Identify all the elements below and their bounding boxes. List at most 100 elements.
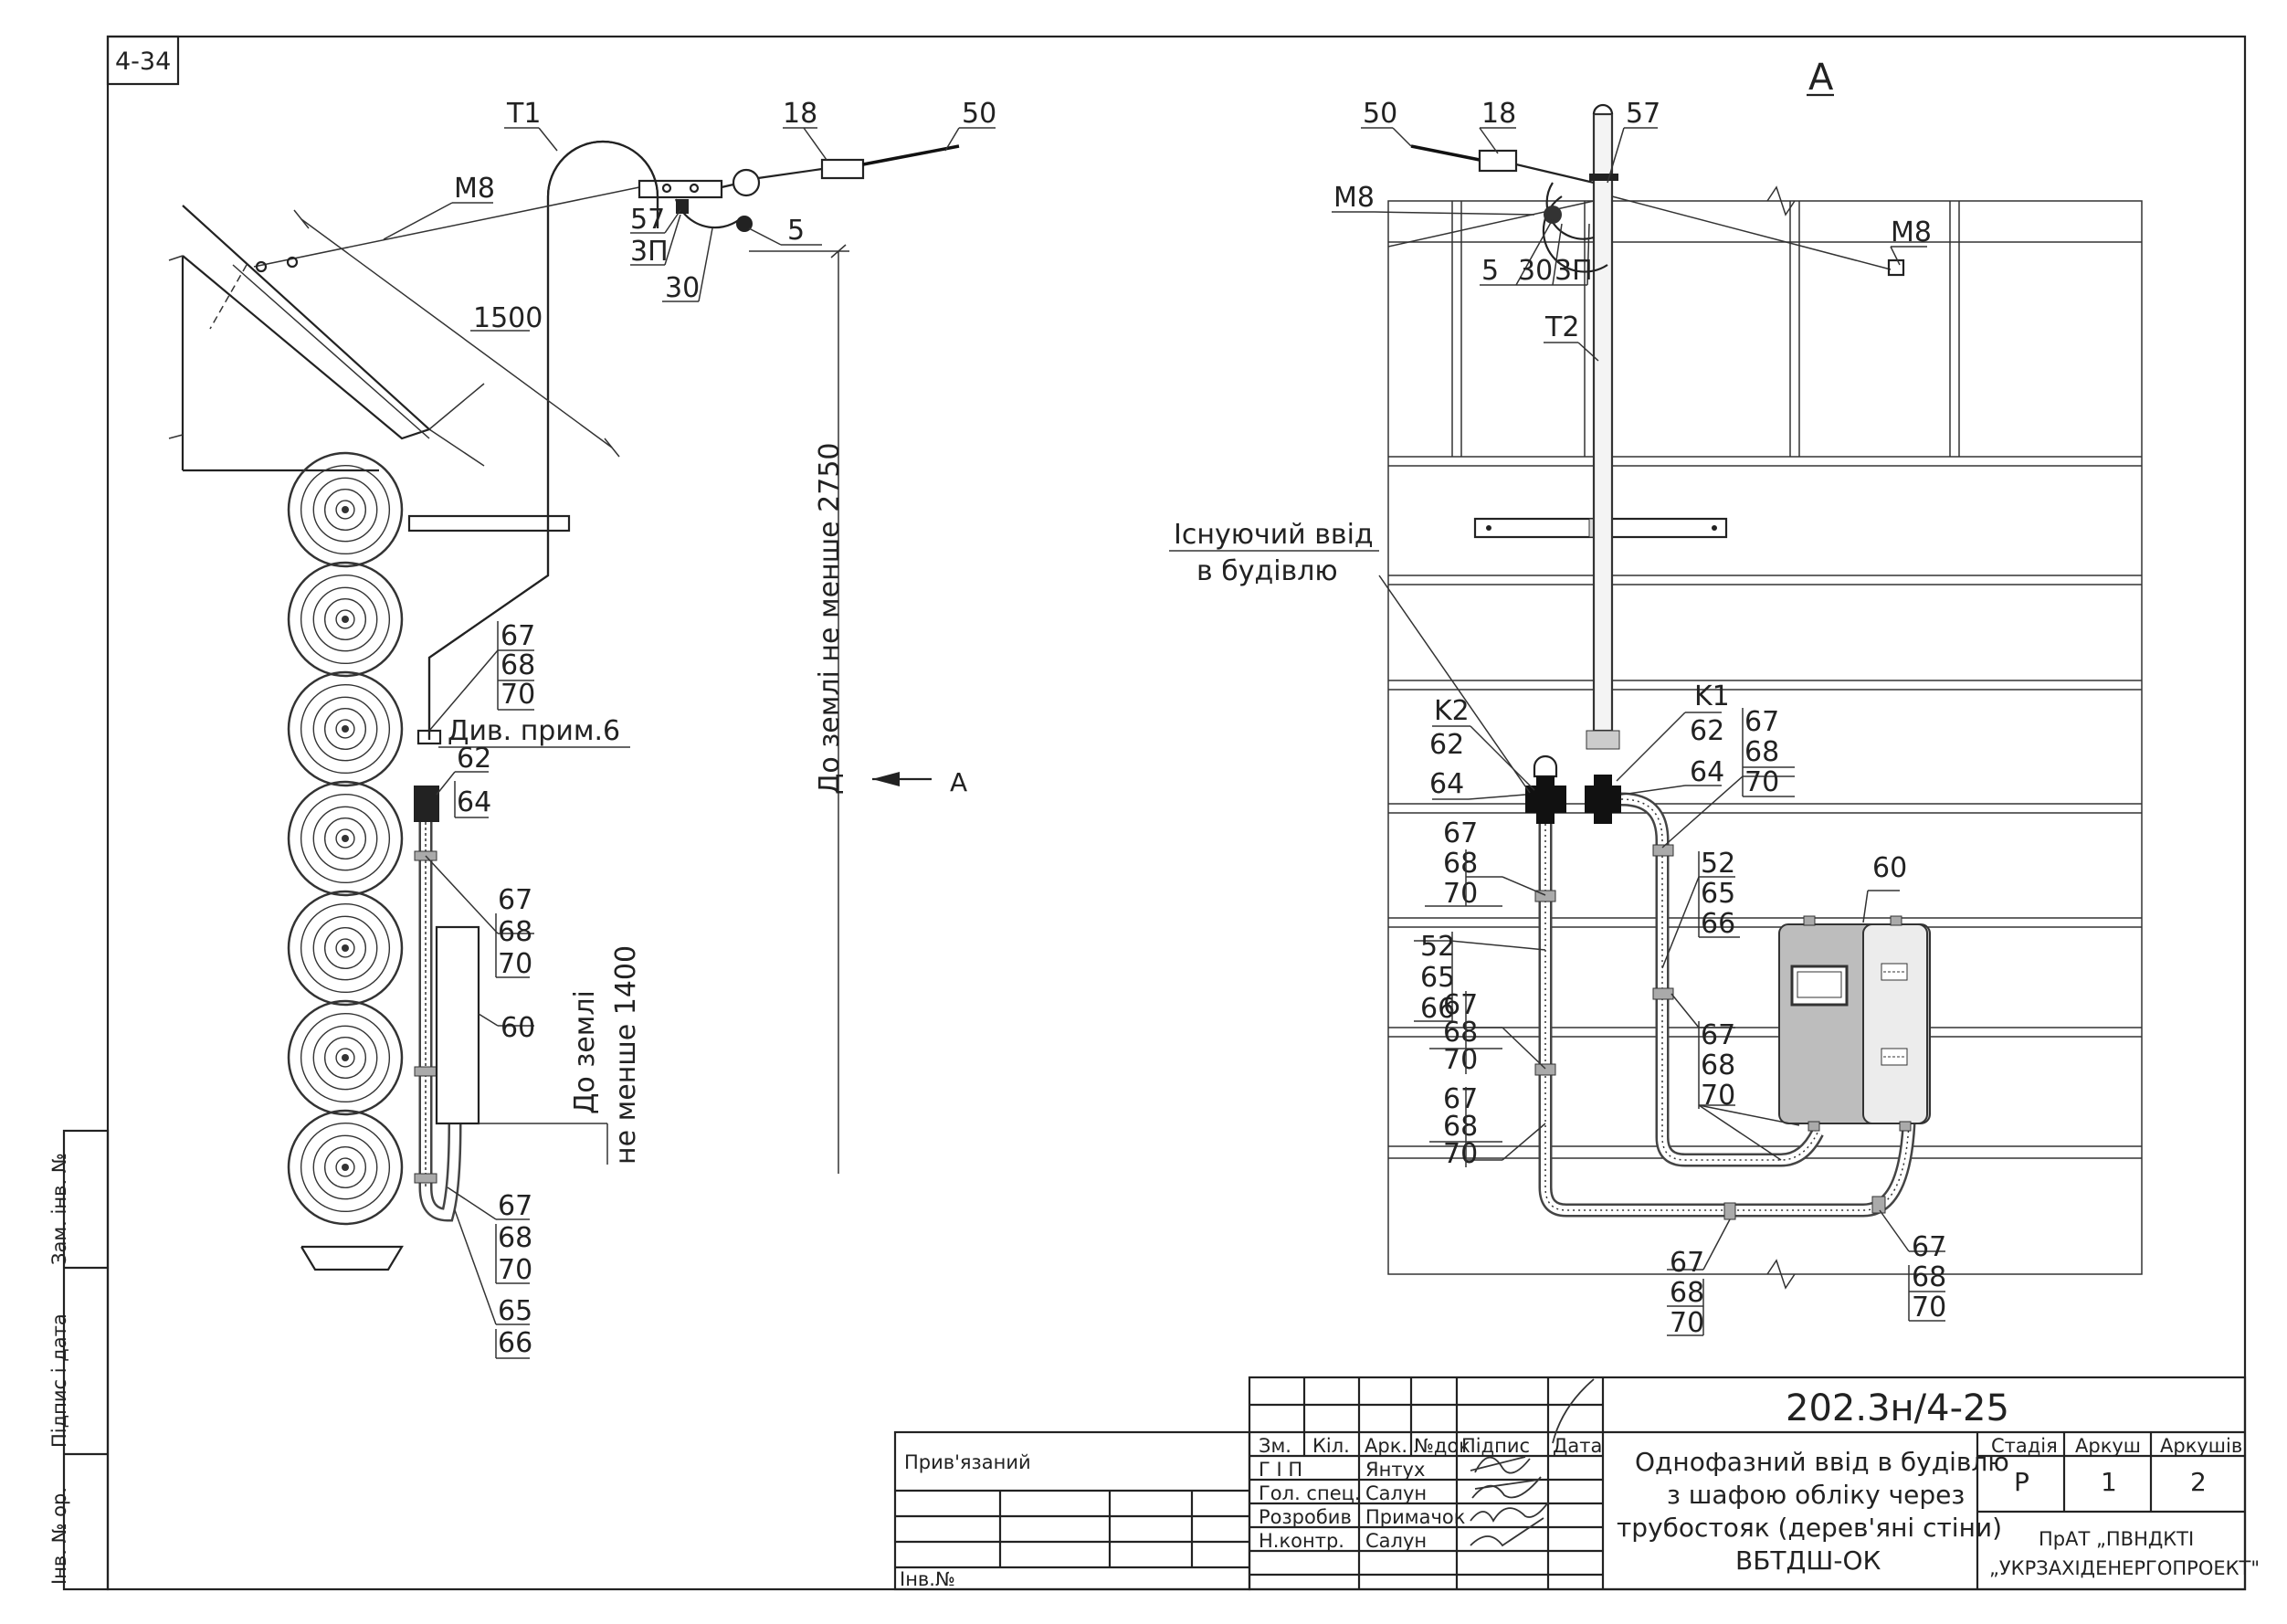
title-block: Прив'язаний Інв.№ Зм. Кіл. Арк. №док Під… <box>893 1376 2260 1591</box>
label-68-r1: 68 <box>1744 736 1779 768</box>
side-stamp-sign: Підпис і дата <box>48 1313 70 1448</box>
label-67-r2: 67 <box>1443 817 1478 849</box>
label-68-r4: 68 <box>1701 1049 1735 1081</box>
label-67-l2: 67 <box>498 884 532 916</box>
dim-1400: До землі не менше 1400 <box>569 945 642 1165</box>
tb-role-dev: Розробив <box>1259 1506 1352 1528</box>
label-m8-left: M8 <box>454 173 495 205</box>
log-end <box>287 999 404 1116</box>
label-70-r4: 70 <box>1701 1080 1735 1112</box>
label-70-r5: 70 <box>1443 1138 1478 1170</box>
tb-org-b: „УКРЗАХІДЕНЕРГОПРОЕКТ" <box>1989 1557 2260 1579</box>
side-stamp-replace: Зам. інв. № <box>48 1153 70 1265</box>
log-wall <box>287 451 404 1271</box>
tb-hdr-date: Дата <box>1553 1435 1602 1457</box>
label-68-r7: 68 <box>1912 1261 1946 1293</box>
label-k1: K1 <box>1694 680 1730 712</box>
label-70-l3: 70 <box>498 1254 532 1286</box>
tb-title-2: з шафою обліку через <box>1667 1480 1965 1510</box>
label-3p-left: 3П <box>630 236 669 268</box>
tb-stage-label: Стадія <box>1991 1435 2058 1457</box>
label-70-r6: 70 <box>1670 1307 1704 1339</box>
tb-hdr-ark: Арк. <box>1365 1435 1407 1457</box>
tb-role-gip: Г І П <box>1259 1459 1302 1481</box>
right-view: A <box>1169 57 2143 1339</box>
cross-fitting-k2 <box>1525 754 1566 824</box>
label-67-r6: 67 <box>1670 1247 1704 1279</box>
log-end <box>287 670 404 787</box>
log-end <box>287 890 404 1007</box>
insulator-assembly <box>253 144 960 273</box>
label-68-r2: 68 <box>1443 848 1478 880</box>
label-60-left: 60 <box>501 1012 535 1044</box>
tb-hdr-doc: №док <box>1414 1435 1470 1457</box>
label-62-k1: 62 <box>1690 715 1724 747</box>
tb-org-a: ПрАТ „ПВНДКТІ <box>2039 1528 2194 1550</box>
label-k2: K2 <box>1434 695 1470 727</box>
label-57-left: 57 <box>630 204 665 236</box>
label-65-r1: 65 <box>1420 962 1455 994</box>
label-existing-a: Існуючий ввід <box>1174 519 1374 551</box>
sheet-code: 4-34 <box>115 47 171 76</box>
label-67-r3: 67 <box>1443 989 1478 1021</box>
insulator-assembly-right <box>1387 144 1905 277</box>
label-64-left: 64 <box>457 786 491 818</box>
label-2750: До землі не менше 2750 <box>814 442 846 795</box>
label-62-left: 62 <box>457 743 491 775</box>
label-52-r1: 52 <box>1420 931 1455 963</box>
label-66-r2: 66 <box>1701 908 1735 940</box>
label-5-right: 5 <box>1481 255 1499 287</box>
label-52-r2: 52 <box>1701 848 1735 880</box>
tb-name-3: Примачок <box>1365 1506 1465 1528</box>
label-50-left: 50 <box>962 98 996 130</box>
label-m8b-right: M8 <box>1891 216 1932 248</box>
label-note6: Див. прим.6 <box>448 715 620 747</box>
tb-sheet-label: Аркуш <box>2075 1435 2141 1457</box>
label-70-l1: 70 <box>501 679 535 711</box>
label-65-left: 65 <box>498 1295 532 1327</box>
label-68-r5: 68 <box>1443 1111 1478 1143</box>
tb-stage: Р <box>2014 1467 2029 1497</box>
label-60-right: 60 <box>1872 852 1907 884</box>
label-57-right: 57 <box>1626 98 1660 130</box>
signatures <box>1470 1378 1595 1547</box>
tb-name-4: Салун <box>1365 1530 1427 1552</box>
label-70-l2: 70 <box>498 948 532 980</box>
side-stamp: Зам. інв. № Підпис і дата Інв. № ор. <box>48 1129 110 1591</box>
tb-bound: Прив'язаний <box>904 1451 1031 1473</box>
riser-pipe-t2 <box>1586 103 1620 750</box>
roof-section <box>168 205 485 472</box>
right-leaders <box>1332 127 1945 1271</box>
dim-2750: До землі не менше 2750 <box>749 244 849 1174</box>
label-70-r1: 70 <box>1744 766 1779 798</box>
riser-pipe-t1 <box>407 140 659 1222</box>
label-t2: T2 <box>1544 311 1579 343</box>
log-end <box>287 451 404 568</box>
label-70-r7: 70 <box>1912 1292 1946 1323</box>
label-64-k2: 64 <box>1429 768 1464 800</box>
meter-box-side <box>435 925 480 1125</box>
label-70-r3: 70 <box>1443 1044 1478 1076</box>
tb-title-4: ВБТДШ-ОК <box>1735 1545 1881 1576</box>
tb-title-1: Однофазний ввід в будівлю <box>1635 1447 2009 1477</box>
label-t1: T1 <box>506 98 541 130</box>
label-67-l3: 67 <box>498 1190 532 1222</box>
label-64-k1: 64 <box>1690 756 1724 788</box>
label-30-right: 30 <box>1518 255 1553 287</box>
tb-role-ctrl: Н.контр. <box>1259 1530 1344 1552</box>
tb-inv: Інв.№ <box>900 1568 955 1590</box>
label-m8-right: M8 <box>1333 182 1375 214</box>
label-67-r7: 67 <box>1912 1231 1946 1263</box>
label-62-k2: 62 <box>1429 729 1464 761</box>
label-1500: 1500 <box>473 302 543 334</box>
tb-title-3: трубостояк (дерев'яні стіни) <box>1617 1513 2002 1543</box>
tb-sheets: 2 <box>2190 1467 2207 1497</box>
label-68-r6: 68 <box>1670 1277 1704 1309</box>
label-1400-a: До землі <box>569 990 601 1114</box>
tb-hdr-kil: Кіл. <box>1312 1435 1350 1457</box>
label-1400-b: не менше 1400 <box>610 945 642 1165</box>
label-66-r1: 66 <box>1420 993 1455 1025</box>
log-end <box>287 561 404 678</box>
label-5-left: 5 <box>787 215 805 247</box>
